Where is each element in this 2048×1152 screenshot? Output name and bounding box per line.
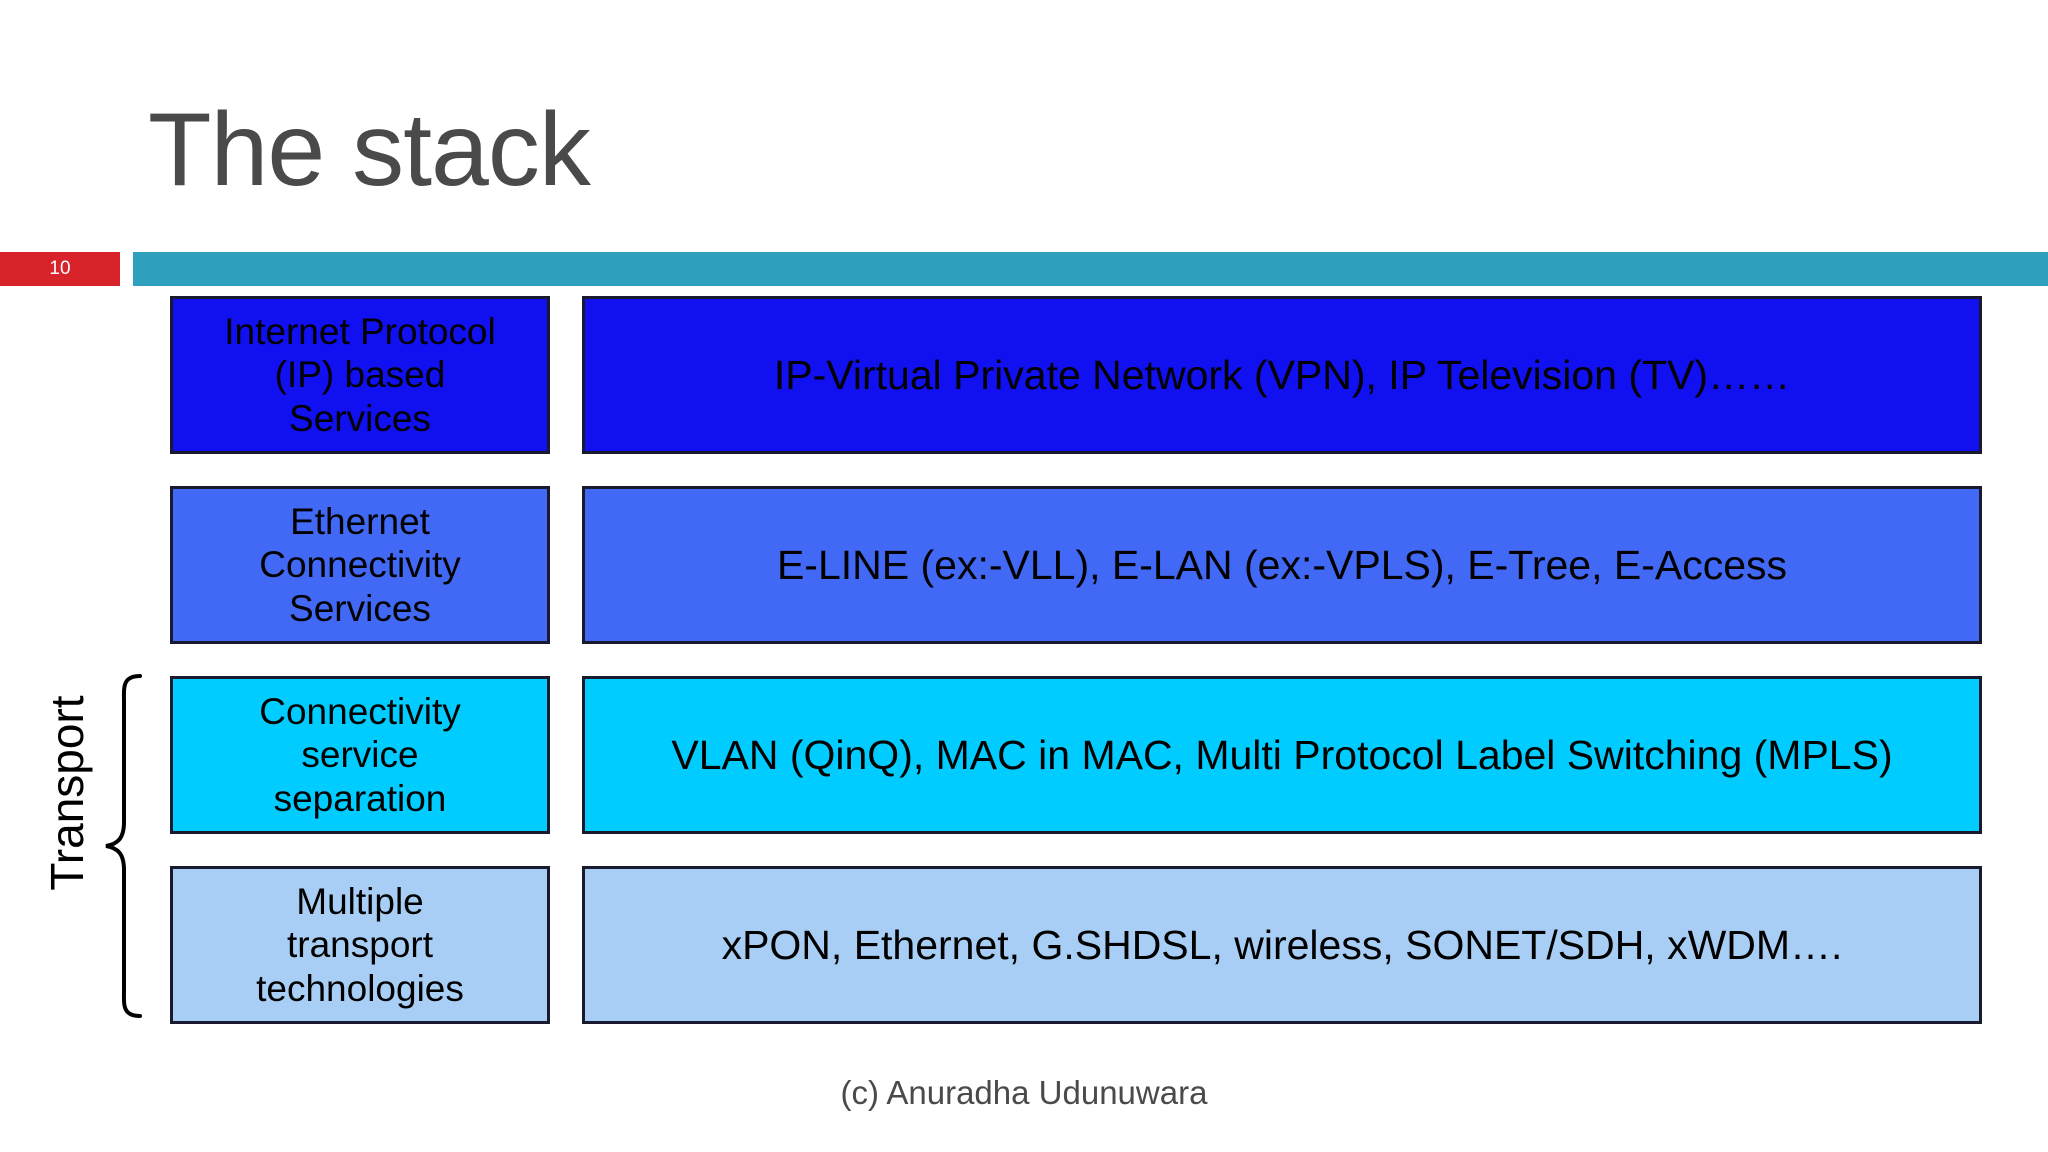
layer-label-box-3[interactable]: Connectivity service separation bbox=[170, 676, 550, 834]
footer-credit: (c) Anuradha Udunuwara bbox=[840, 1074, 1208, 1111]
stack-layer-row: Ethernet Connectivity Services E-LINE (e… bbox=[0, 486, 2048, 644]
layer-label-line: Connectivity bbox=[259, 690, 461, 732]
stack-layer-row: Connectivity service separation VLAN (Qi… bbox=[0, 676, 2048, 834]
layer-content-text: VLAN (QinQ), MAC in MAC, Multi Protocol … bbox=[671, 731, 1893, 778]
layer-content-box-2[interactable]: E-LINE (ex:-VLL), E-LAN (ex:-VPLS), E-Tr… bbox=[582, 486, 1982, 644]
layer-label-box-4[interactable]: Multiple transport technologies bbox=[170, 866, 550, 1024]
layer-label-line: Multiple bbox=[296, 880, 424, 922]
page-title: The stack bbox=[148, 92, 591, 208]
layer-content-text: IP-Virtual Private Network (VPN), IP Tel… bbox=[773, 351, 1791, 398]
layer-content-box-1[interactable]: IP-Virtual Private Network (VPN), IP Tel… bbox=[582, 296, 1982, 454]
layer-content-text: E-LINE (ex:-VLL), E-LAN (ex:-VPLS), E-Tr… bbox=[776, 541, 1788, 588]
layer-label-line: transport bbox=[286, 924, 433, 966]
curly-brace-icon bbox=[105, 674, 142, 1018]
layer-content-box-3[interactable]: VLAN (QinQ), MAC in MAC, Multi Protocol … bbox=[582, 676, 1982, 834]
transport-group: Transport bbox=[0, 296, 170, 1056]
layer-label-line: Connectivity bbox=[259, 544, 461, 586]
slide-number-badge: 10 bbox=[0, 252, 120, 286]
layer-label-line: separation bbox=[273, 777, 447, 819]
layer-label-line: technologies bbox=[256, 967, 464, 1009]
header-accent-bar bbox=[133, 252, 2048, 286]
layer-label-line: Services bbox=[289, 397, 431, 439]
stack-layer-row: Multiple transport technologies xPON, Et… bbox=[0, 866, 2048, 1024]
header-rule: 10 bbox=[0, 252, 2048, 286]
layer-label-box-1[interactable]: Internet Protocol (IP) based Services bbox=[170, 296, 550, 454]
stack-layer-row: Internet Protocol (IP) based Services IP… bbox=[0, 296, 2048, 454]
layer-label-line: Services bbox=[289, 587, 431, 629]
layer-label-line: Ethernet bbox=[290, 500, 430, 542]
layer-label-line: service bbox=[301, 734, 419, 776]
layer-content-box-4[interactable]: xPON, Ethernet, G.SHDSL, wireless, SONET… bbox=[582, 866, 1982, 1024]
stack-diagram: Internet Protocol (IP) based Services IP… bbox=[0, 296, 2048, 1056]
transport-group-label: Transport bbox=[41, 695, 93, 891]
layer-label-line: (IP) based bbox=[274, 354, 446, 396]
layer-label-line: Internet Protocol bbox=[224, 310, 496, 352]
layer-label-box-2[interactable]: Ethernet Connectivity Services bbox=[170, 486, 550, 644]
layer-content-text: xPON, Ethernet, G.SHDSL, wireless, SONET… bbox=[721, 921, 1843, 968]
